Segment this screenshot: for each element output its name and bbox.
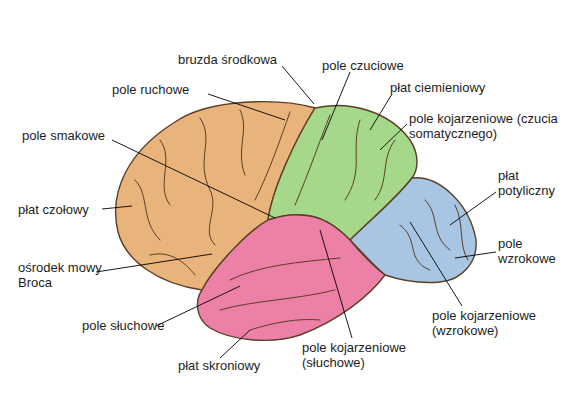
sulcus-line	[220, 290, 335, 310]
leader-line	[450, 192, 496, 225]
leader-line	[322, 72, 350, 140]
sulcus-line	[135, 180, 160, 240]
sulcus-line	[375, 140, 395, 200]
leader-line	[455, 252, 496, 258]
region-label: pole czuciowe	[322, 58, 404, 73]
region-label: pole kojarzeniowe (wzrokowe)	[432, 308, 567, 338]
region-label: płat skroniowy	[178, 358, 260, 373]
region-label: płat ciemieniowy	[390, 80, 485, 95]
sulcus-line	[150, 254, 195, 275]
sulcus-line	[200, 118, 215, 245]
region-label: pole smakowe	[22, 128, 105, 143]
sulcus-line	[345, 120, 360, 200]
region-label: pole słuchowe	[82, 318, 164, 333]
leader-line	[380, 124, 407, 150]
region-label: pole kojarzeniowe (czucia somatycznego)	[409, 111, 559, 141]
leader-line	[102, 206, 132, 209]
leader-line	[156, 286, 240, 326]
region-label: pole ruchowe	[112, 82, 189, 97]
sulcus-line	[255, 112, 290, 200]
leader-line	[112, 140, 275, 218]
leader-line	[220, 330, 250, 358]
sulcus-line	[230, 258, 340, 280]
region-label: ośrodek mowy Broca	[18, 260, 118, 290]
leader-line	[410, 222, 462, 306]
leader-line	[320, 230, 352, 338]
gyri-lines	[135, 110, 468, 330]
region-label: płat potyliczny	[498, 168, 570, 198]
leader-line	[96, 254, 212, 272]
sulcus-line	[295, 115, 330, 205]
leader-line	[282, 66, 314, 104]
leader-line	[370, 94, 392, 130]
sulcus-line	[160, 140, 170, 205]
sulcus-line	[250, 319, 320, 330]
sulcus-line	[425, 200, 450, 250]
region-label: pole kojarzeniowe (słuchowe)	[302, 340, 432, 370]
region-label: bruzda środkowa	[178, 52, 277, 67]
region-label: pole wzrokowe	[498, 236, 568, 266]
sulcus-line	[240, 110, 245, 175]
region-label: płat czołowy	[18, 202, 89, 217]
temporal-lobe	[197, 215, 385, 341]
leader-line	[208, 94, 285, 120]
